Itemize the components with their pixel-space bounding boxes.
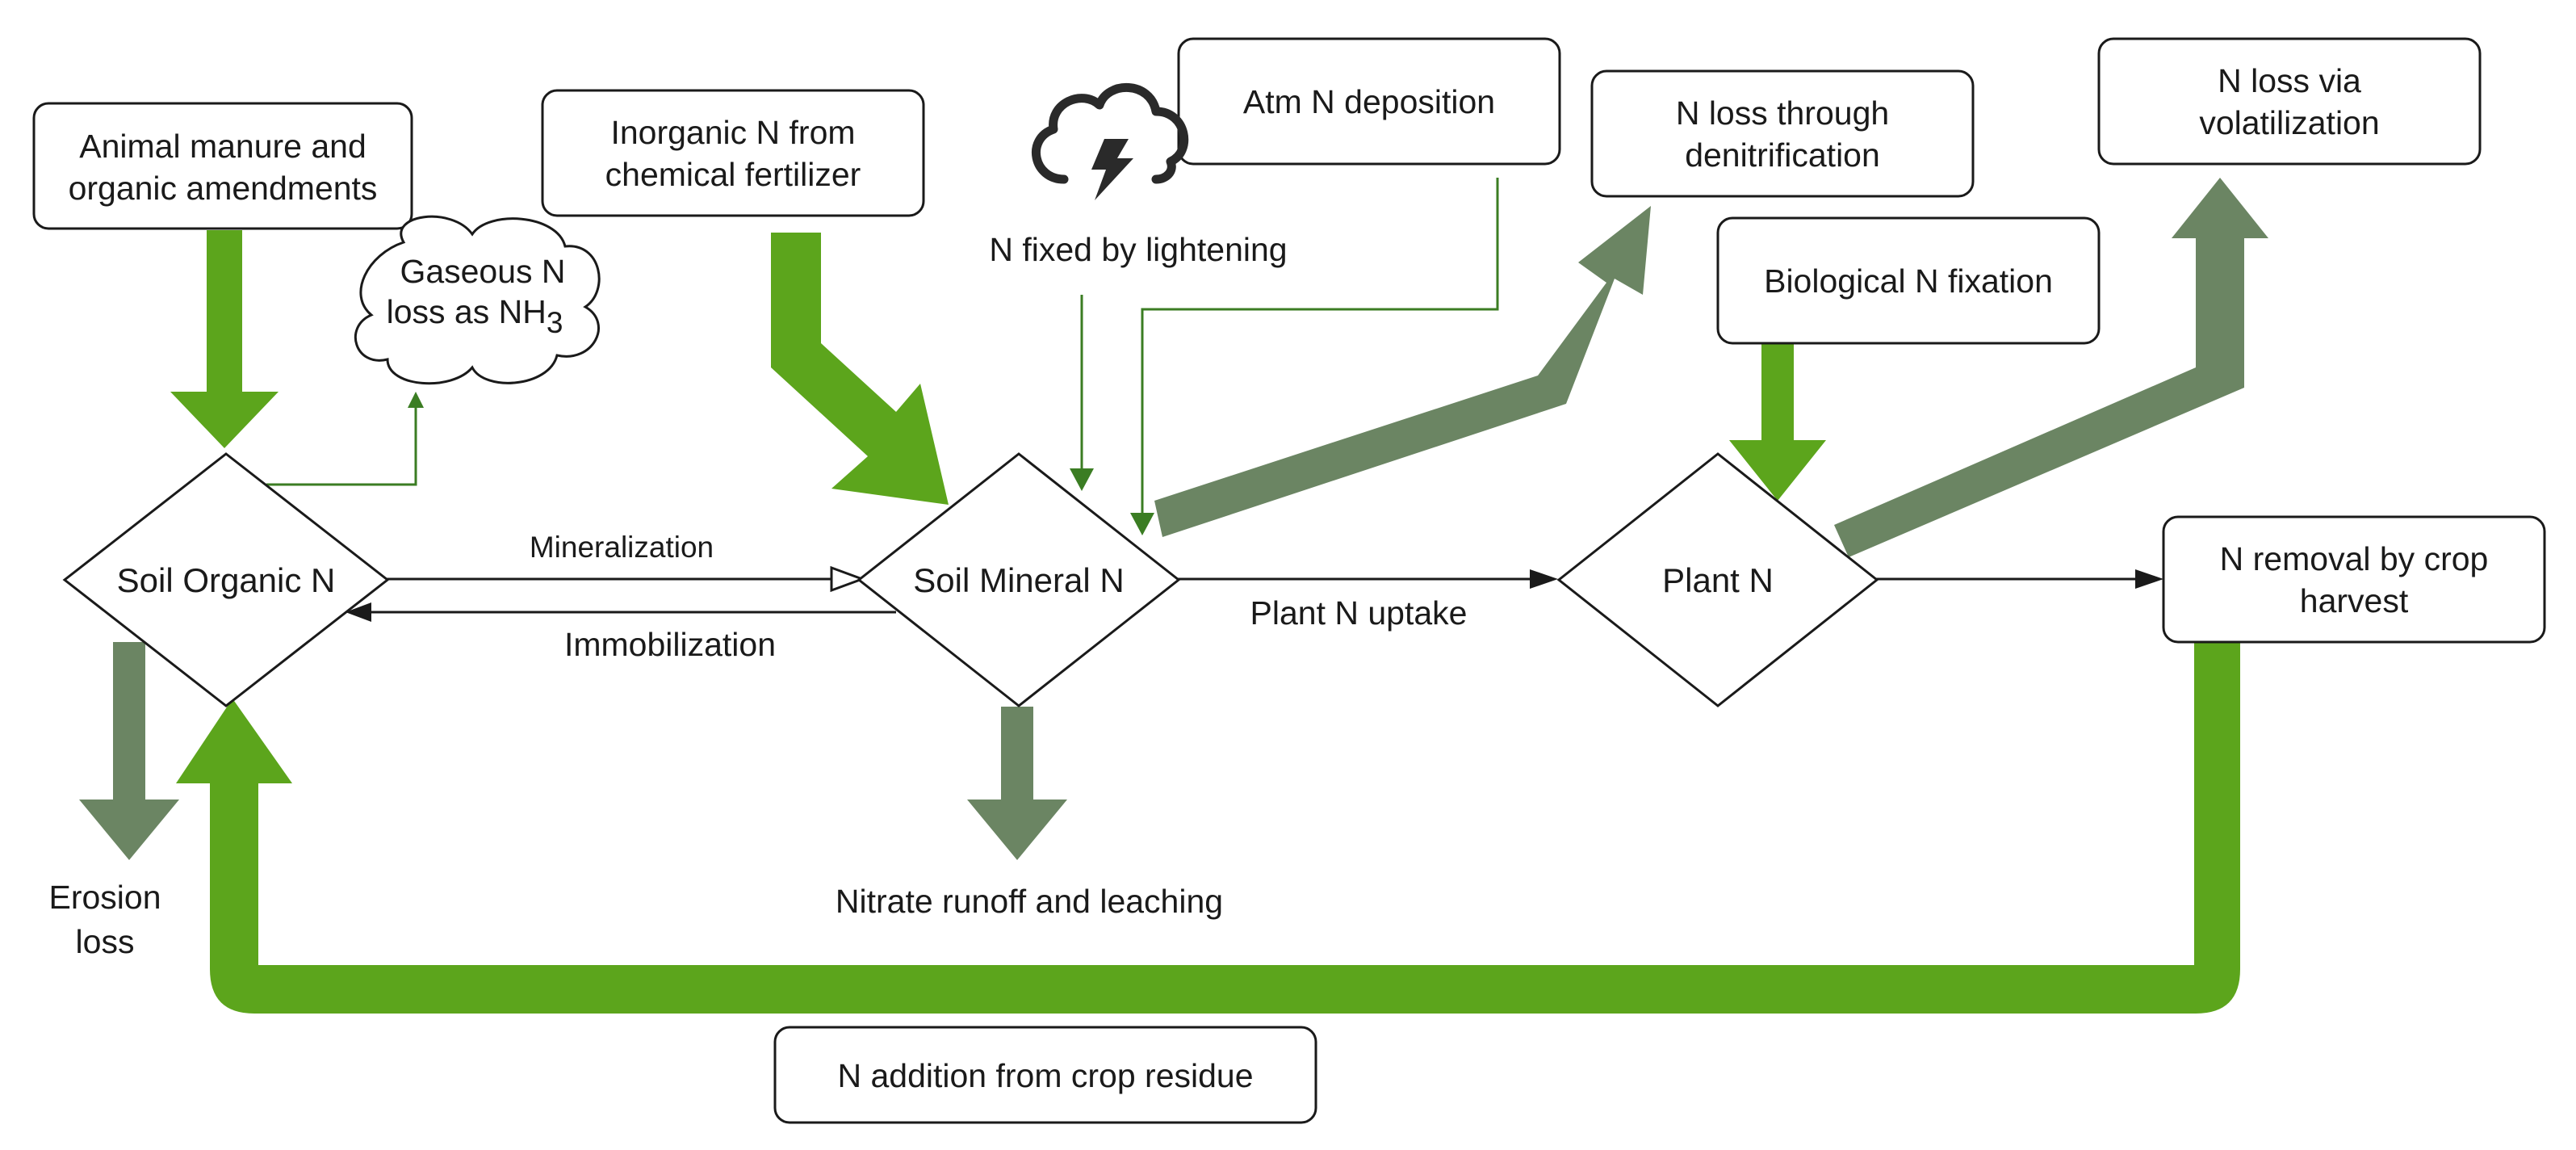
immobilization-arrowhead bbox=[346, 602, 371, 622]
crop-harvest-box: N removal by crop harvest bbox=[2162, 515, 2546, 644]
animal-manure-line-1: Animal manure and bbox=[79, 128, 367, 165]
immobilization-label: Immobilization bbox=[564, 626, 776, 663]
soil-organic-n-label: Soil Organic N bbox=[117, 561, 336, 599]
erosion-label-line-2: loss bbox=[76, 923, 135, 960]
animal-manure-line-2: organic amendments bbox=[69, 170, 378, 207]
erosion-loss-arrow bbox=[79, 642, 179, 860]
nitrate-runoff-label: Nitrate runoff and leaching bbox=[836, 883, 1223, 920]
biological-fixation-arrow bbox=[1729, 343, 1826, 501]
lightning-fixation-label: N fixed by lightening bbox=[989, 231, 1287, 268]
gaseous-loss-arrowhead bbox=[408, 392, 424, 408]
manure-input-arrow bbox=[170, 230, 279, 448]
cloud-line-2: loss as NH3 bbox=[387, 293, 563, 339]
lightning-fixation-arrowhead bbox=[1070, 468, 1094, 491]
harvest-removal-arrowhead bbox=[2135, 569, 2163, 589]
plant-uptake-label: Plant N uptake bbox=[1250, 594, 1468, 632]
volatilization-loss-arrow bbox=[1834, 178, 2268, 557]
biological-fixation-box: Biological N fixation bbox=[1716, 216, 2101, 345]
denitrification-loss-arrow bbox=[1154, 206, 1651, 537]
mineralization-arrowhead bbox=[830, 565, 866, 593]
volatilization-line-2: volatilization bbox=[2199, 104, 2379, 141]
volatilization-line-1: N loss via bbox=[2218, 62, 2361, 99]
denitrification-box: N loss through denitrification bbox=[1590, 69, 1975, 198]
gaseous-nh3-cloud: Gaseous N loss as NH3 bbox=[354, 215, 601, 385]
soil-mineral-n-node: Soil Mineral N bbox=[857, 452, 1181, 707]
crop-residue-return-arrow bbox=[176, 642, 2240, 1014]
atm-deposition-arrowhead bbox=[1130, 513, 1154, 535]
crop-harvest-line-1: N removal by crop bbox=[2220, 540, 2489, 577]
plant-uptake-arrowhead bbox=[1530, 569, 1558, 589]
crop-harvest-line-2: harvest bbox=[2300, 582, 2409, 619]
storm-cloud-lightning-icon bbox=[1031, 83, 1189, 200]
denitrification-line-1: N loss through bbox=[1676, 94, 1889, 132]
cloud-line-1: Gaseous N bbox=[400, 253, 565, 290]
plant-n-label: Plant N bbox=[1662, 561, 1774, 599]
atm-deposition-box: Atm N deposition bbox=[1177, 37, 1561, 166]
crop-residue-box: N addition from crop residue bbox=[773, 1026, 1317, 1124]
atm-deposition-connector bbox=[1141, 178, 1499, 515]
erosion-label-line-1: Erosion bbox=[48, 879, 161, 916]
inorganic-fertilizer-line-1: Inorganic N from bbox=[610, 114, 855, 151]
gaseous-loss-connector bbox=[266, 408, 417, 486]
atm-deposition-label: Atm N deposition bbox=[1243, 83, 1495, 120]
plant-n-node: Plant N bbox=[1556, 452, 1879, 707]
animal-manure-box: Animal manure and organic amendments bbox=[32, 102, 413, 230]
soil-mineral-n-label: Soil Mineral N bbox=[913, 561, 1124, 599]
denitrification-line-2: denitrification bbox=[1685, 136, 1880, 174]
mineralization-label: Mineralization bbox=[530, 531, 714, 564]
inorganic-fertilizer-box: Inorganic N from chemical fertilizer bbox=[541, 89, 925, 217]
biological-fixation-label: Biological N fixation bbox=[1764, 262, 2053, 300]
volatilization-box: N loss via volatilization bbox=[2097, 37, 2482, 166]
nitrate-runoff-arrow bbox=[967, 707, 1067, 860]
fertilizer-input-arrow bbox=[771, 233, 949, 505]
soil-organic-n-node: Soil Organic N bbox=[62, 452, 390, 707]
crop-residue-label: N addition from crop residue bbox=[837, 1057, 1253, 1094]
inorganic-fertilizer-line-2: chemical fertilizer bbox=[605, 156, 861, 193]
